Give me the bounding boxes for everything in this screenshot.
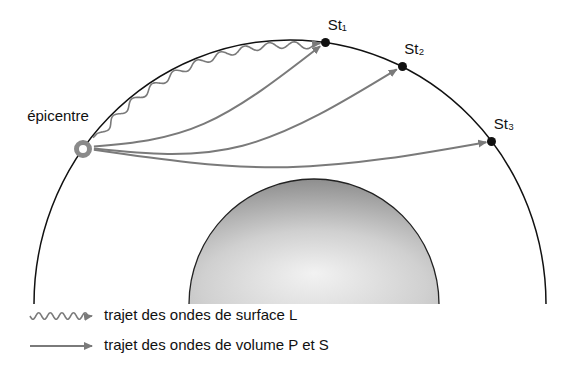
station-dot: St₂	[398, 62, 407, 71]
legend-sample	[26, 336, 98, 356]
legend-label: trajet des ondes de volume P et S	[104, 336, 329, 354]
epicentre-symbol: épicentre	[73, 139, 93, 159]
epicentre-label: épicentre	[27, 107, 89, 125]
body-wave-path	[94, 69, 397, 154]
legend-sample	[26, 306, 98, 326]
legend-label: trajet des ondes de surface L	[104, 306, 297, 324]
station-label: St₃	[494, 115, 514, 133]
core-fill	[189, 179, 439, 304]
station-label: St₂	[404, 40, 424, 58]
core-outline	[189, 179, 439, 304]
station-label: St₁	[328, 16, 347, 34]
station-dot: St₁	[321, 38, 330, 47]
body-wave-path	[94, 46, 320, 146]
body-wave-path	[94, 142, 486, 167]
epicentre-ring	[73, 139, 93, 159]
earth-surface	[34, 40, 546, 304]
